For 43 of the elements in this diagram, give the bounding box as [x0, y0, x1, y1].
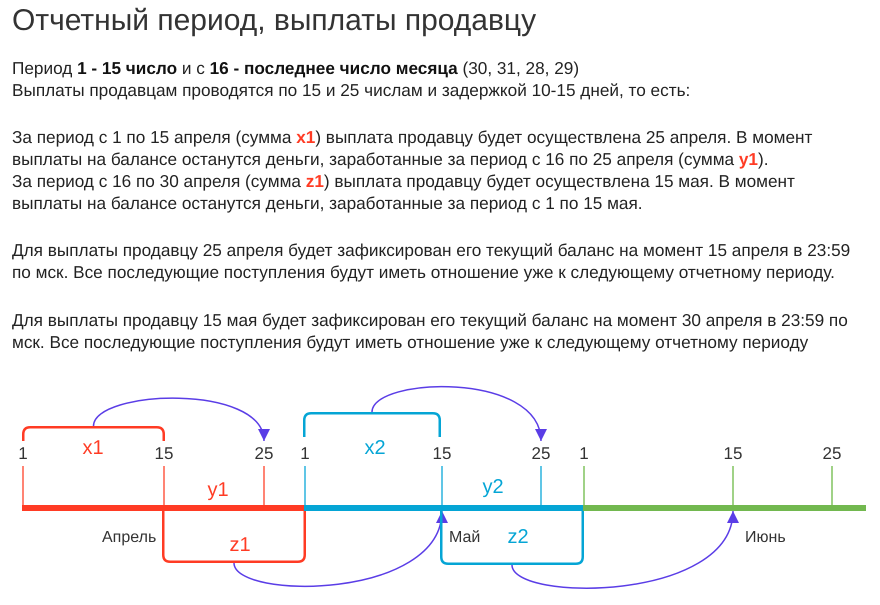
- day-label: 25: [254, 442, 274, 466]
- timeline-segment: [583, 505, 866, 511]
- sum-label: z2: [507, 526, 529, 548]
- paragraph: Период 1 - 15 число и с 16 - последнее число месяца (30, 31, 28, 29): [12, 57, 580, 79]
- tick-mark: [441, 466, 443, 505]
- tick-mark: [732, 466, 734, 505]
- tick-mark: [540, 466, 542, 505]
- day-label: 1: [300, 442, 310, 466]
- arrow: [511, 510, 736, 589]
- title: Отчетный период, выплаты продавцу: [12, 3, 536, 39]
- day-label: 15: [154, 442, 174, 466]
- sum-label: x1: [82, 437, 104, 459]
- paragraph: Выплаты продавцам проводятся по 15 и 25 числам и задержкой 10-15 дней, то есть:: [12, 79, 692, 101]
- tick-mark: [304, 466, 306, 505]
- sum-label: x2: [364, 437, 386, 459]
- bracket: [162, 511, 306, 563]
- arrow: [233, 510, 446, 587]
- tick-mark: [163, 466, 165, 505]
- day-label: 15: [724, 442, 742, 466]
- paragraph: За период с 16 по 30 апреля (сумма z1) выплата продавцу будет осуществлена 15 мая. В момент выплаты на балансе останутся деньги, заработанные за период с 1 по 15 мая.: [12, 170, 796, 214]
- sum-label: z1: [229, 534, 251, 556]
- day-label: 1: [18, 442, 28, 466]
- month-label: Апрель: [102, 529, 156, 547]
- day-label: 25: [532, 442, 550, 466]
- day-label: 15: [432, 442, 452, 466]
- timeline-segment: [304, 505, 583, 511]
- month-label: Июнь: [745, 529, 786, 547]
- tick-mark: [831, 466, 833, 505]
- paragraph: За период с 1 по 15 апреля (сумма x1) выплата продавцу будет осуществлена 25 апреля. В момент выплаты на балансе останутся деньги, заработанные за период с 16 по 25 апреля (сумма y1).: [12, 126, 814, 170]
- sum-label: y2: [482, 476, 504, 498]
- arrow: [371, 386, 544, 442]
- tick-mark: [22, 466, 24, 505]
- day-label: 1: [579, 442, 589, 466]
- timeline-segment: [22, 505, 304, 511]
- paragraph: Для выплаты продавцу 25 апреля будет зафиксирован его текущий баланс на момент 15 апреля в 23:59 по мск. Все последующие поступления будут иметь отношение уже к следующему отчетному периоду.: [12, 239, 852, 283]
- month-label: Май: [449, 529, 480, 547]
- day-label: 25: [822, 442, 842, 466]
- tick-mark: [263, 466, 265, 505]
- paragraph: Для выплаты продавцу 15 мая будет зафиксирован его текущий баланс на момент 30 апреля в 23:59 по мск. Все последующие поступления будут иметь отношение уже к следующему отчетному периоду: [12, 309, 849, 353]
- tick-mark: [583, 466, 585, 505]
- sum-label: y1: [207, 479, 229, 501]
- arrow: [92, 398, 267, 442]
- bracket: [440, 511, 584, 565]
